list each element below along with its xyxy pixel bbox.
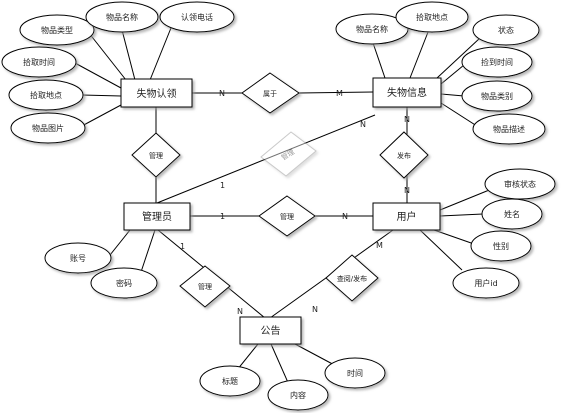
svg-text:姓名: 姓名	[504, 209, 520, 219]
card-admin-managenotice: 1	[180, 242, 185, 251]
attr-lost-found-time: 捡到时间	[461, 46, 533, 78]
line-lost-attr-3	[436, 37, 481, 79]
attr-notice-time: 时间	[324, 357, 386, 389]
relationship-manage-notice: 管理	[179, 265, 231, 308]
line-belongs-lost	[298, 91, 374, 94]
line-admin-attr-2	[139, 229, 156, 276]
relationship-manage-claim: 管理	[131, 132, 181, 178]
svg-text:内容: 内容	[290, 390, 306, 400]
attr-claim-item-name: 物品名称	[85, 1, 159, 33]
line-claim-attr-6	[79, 104, 122, 128]
svg-text:拾取时间: 拾取时间	[23, 57, 55, 67]
relationship-manage-claim-label: 管理	[149, 151, 163, 160]
entity-notice-label: 公告	[261, 324, 281, 337]
svg-text:物品类别: 物品类别	[481, 91, 513, 101]
line-notice-attr-2	[270, 343, 291, 388]
attr-admin-account: 账号	[44, 242, 112, 274]
relationship-manage-user-label: 管理	[280, 212, 294, 221]
attr-claim-item-type: 物品类型	[19, 14, 95, 46]
attr-lost-description: 物品描述	[472, 113, 546, 145]
svg-text:用户id: 用户id	[474, 278, 497, 288]
attr-notice-title: 标题	[199, 365, 261, 397]
card-admin-manageuser: 1	[220, 212, 225, 221]
card-publish-user: N	[404, 186, 410, 195]
card-managenotice-notice: N	[237, 307, 243, 316]
entity-user-label: 用户	[397, 210, 417, 223]
relationship-publish: 发布	[379, 131, 429, 179]
attr-admin-password: 密码	[90, 267, 158, 299]
attr-lost-status: 状态	[472, 14, 540, 46]
svg-text:物品类型: 物品类型	[41, 25, 73, 35]
relationship-belongs: 属于	[241, 72, 300, 114]
entity-admin-label: 管理员	[142, 210, 172, 223]
line-user-attr-3	[433, 229, 475, 245]
attr-user-id: 用户id	[452, 267, 520, 299]
line-lost-attr-1	[371, 39, 386, 79]
relationship-view-publish-label: 查阅/发布	[337, 274, 367, 283]
svg-text:拾取地点: 拾取地点	[30, 90, 62, 100]
relationship-belongs-label: 属于	[263, 90, 277, 98]
entity-lost-info-label: 失物信息	[387, 86, 427, 99]
entity-lost-info: 失物信息	[372, 77, 442, 108]
relationship-manage-notice-label: 管理	[198, 282, 212, 291]
card-lost-manage: N	[360, 120, 366, 129]
svg-text:时间: 时间	[347, 368, 363, 378]
svg-text:账号: 账号	[70, 254, 86, 263]
relationship-publish-label: 发布	[397, 151, 411, 160]
line-user-attr-2	[439, 213, 484, 217]
relationship-manage-lostinfo: 管理	[260, 131, 317, 177]
cardinality-labels: N M N 1 1 N N N 1 N M N	[180, 89, 410, 316]
entity-notice: 公告	[239, 316, 302, 345]
attr-claim-image: 物品图片	[10, 112, 86, 144]
svg-text:性别: 性别	[493, 241, 509, 251]
card-claim-belongs: N	[219, 89, 225, 98]
card-manage-admin: 1	[220, 181, 225, 190]
line-claim-attr-4	[74, 62, 122, 89]
svg-text:拾取地点: 拾取地点	[416, 12, 448, 22]
relationship-view-publish: 查阅/发布	[325, 254, 379, 302]
attr-lost-category: 物品类别	[461, 80, 533, 112]
card-view-notice: N	[312, 305, 318, 314]
attr-user-review-status: 审核状态	[484, 168, 556, 200]
line-lost-attr-5	[440, 93, 465, 97]
attr-claim-phone: 认领电话	[159, 1, 235, 33]
svg-text:捡到时间: 捡到时间	[481, 57, 513, 67]
relationship-manage-user: 管理	[258, 195, 316, 237]
line-user-attr-4	[419, 229, 463, 271]
attr-notice-content: 内容	[267, 379, 329, 411]
line-claim-attr-1	[84, 27, 127, 81]
svg-text:标题: 标题	[222, 376, 238, 386]
card-belongs-lost: M	[336, 89, 343, 98]
line-lost-attr-4	[440, 64, 465, 85]
card-user-view: M	[376, 241, 383, 250]
svg-text:状态: 状态	[498, 25, 514, 35]
line-lost-attr-6	[440, 102, 481, 129]
attr-lost-pickup-place: 拾取地点	[395, 1, 469, 33]
line-lost-attr-2	[409, 26, 431, 79]
svg-text:审核状态: 审核状态	[504, 179, 536, 189]
line-claim-attr-3	[149, 17, 176, 81]
card-manageuser-user: N	[342, 212, 348, 221]
svg-text:认领电话: 认领电话	[181, 12, 213, 22]
svg-text:物品图片: 物品图片	[32, 123, 64, 133]
entity-claim-label: 失物认领	[137, 87, 177, 100]
entity-claim: 失物认领	[120, 78, 193, 108]
card-lost-publish: N	[404, 115, 410, 124]
entity-admin: 管理员	[123, 202, 191, 231]
attr-claim-pickup-place: 拾取地点	[8, 79, 84, 111]
attr-claim-pickup-time: 拾取时间	[1, 46, 77, 78]
svg-text:物品名称: 物品名称	[356, 24, 388, 34]
attr-user-gender: 性别	[470, 230, 532, 262]
attr-user-name: 姓名	[481, 198, 543, 230]
svg-text:物品名称: 物品名称	[106, 12, 138, 22]
line-claim-attr-5	[81, 94, 122, 97]
entity-user: 用户	[372, 202, 441, 231]
line-claim-attr-2	[121, 29, 136, 81]
line-admin-attr-1	[109, 229, 131, 256]
svg-text:物品描述: 物品描述	[493, 124, 525, 134]
svg-text:密码: 密码	[116, 278, 132, 288]
attr-lost-item-name: 物品名称	[335, 13, 409, 45]
